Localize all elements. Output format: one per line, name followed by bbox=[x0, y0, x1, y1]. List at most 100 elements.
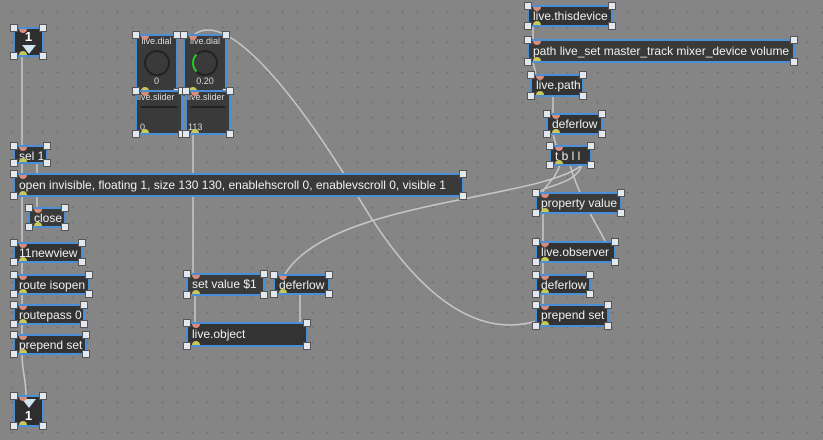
resize-handle[interactable] bbox=[790, 58, 798, 66]
resize-handle[interactable] bbox=[10, 258, 18, 266]
resize-handle[interactable] bbox=[183, 270, 191, 278]
resize-handle[interactable] bbox=[85, 290, 93, 298]
resize-handle[interactable] bbox=[532, 209, 540, 217]
resize-handle[interactable] bbox=[10, 301, 18, 309]
resize-handle[interactable] bbox=[611, 258, 619, 266]
resize-handle[interactable] bbox=[10, 24, 18, 32]
resize-handle[interactable] bbox=[543, 110, 551, 118]
resize-handle[interactable] bbox=[546, 142, 554, 150]
resize-handle[interactable] bbox=[78, 258, 86, 266]
deferlow-object[interactable]: deferlow bbox=[270, 271, 333, 298]
resize-handle[interactable] bbox=[82, 331, 90, 339]
resize-handle[interactable] bbox=[10, 392, 18, 400]
inlet-port[interactable] bbox=[555, 147, 563, 151]
resize-handle[interactable] bbox=[182, 130, 190, 138]
sel-object[interactable]: sel 1 bbox=[10, 142, 51, 167]
outlet-port[interactable] bbox=[192, 290, 200, 294]
resize-handle[interactable] bbox=[532, 290, 540, 298]
inlet-port[interactable] bbox=[189, 36, 197, 40]
resize-handle[interactable] bbox=[10, 52, 18, 60]
prepend-set-object-2[interactable]: prepend set bbox=[532, 301, 612, 330]
resize-handle[interactable] bbox=[260, 291, 268, 299]
resize-handle[interactable] bbox=[532, 238, 540, 246]
deferlow-object-3[interactable]: deferlow bbox=[532, 271, 594, 298]
resize-handle[interactable] bbox=[43, 142, 51, 150]
resize-handle[interactable] bbox=[527, 71, 535, 79]
property-value-message[interactable]: property value bbox=[532, 189, 625, 217]
inlet-port[interactable] bbox=[279, 276, 287, 280]
resize-handle[interactable] bbox=[43, 159, 51, 167]
inlet-port[interactable] bbox=[536, 76, 544, 80]
resize-handle[interactable] bbox=[611, 238, 619, 246]
resize-handle[interactable] bbox=[579, 92, 587, 100]
path-message[interactable]: path live_set master_track mixer_device … bbox=[524, 36, 798, 66]
live-path-object[interactable]: live.path bbox=[527, 71, 587, 100]
resize-handle[interactable] bbox=[10, 320, 18, 328]
resize-handle[interactable] bbox=[524, 22, 532, 30]
resize-handle[interactable] bbox=[10, 422, 18, 430]
resize-handle[interactable] bbox=[270, 290, 278, 298]
inlet-port[interactable] bbox=[192, 324, 200, 328]
inlet-port[interactable] bbox=[19, 147, 27, 151]
resize-handle[interactable] bbox=[303, 342, 311, 350]
open-message[interactable]: open invisible, floating 1, size 130 130… bbox=[10, 170, 467, 200]
resize-handle[interactable] bbox=[183, 319, 191, 327]
resize-handle[interactable] bbox=[10, 170, 18, 178]
outlet-port[interactable] bbox=[279, 289, 287, 293]
resize-handle[interactable] bbox=[617, 189, 625, 197]
resize-handle[interactable] bbox=[524, 36, 532, 44]
resize-handle[interactable] bbox=[608, 2, 616, 10]
inlet-port[interactable] bbox=[541, 243, 549, 247]
resize-handle[interactable] bbox=[617, 209, 625, 217]
resize-handle[interactable] bbox=[604, 301, 612, 309]
resize-handle[interactable] bbox=[132, 87, 140, 95]
resize-handle[interactable] bbox=[10, 159, 18, 167]
resize-handle[interactable] bbox=[10, 192, 18, 200]
resize-handle[interactable] bbox=[270, 271, 278, 279]
outlet-port[interactable] bbox=[541, 257, 549, 261]
live-object[interactable]: live.object bbox=[183, 319, 311, 350]
resize-handle[interactable] bbox=[532, 271, 540, 279]
resize-handle[interactable] bbox=[532, 301, 540, 309]
resize-handle[interactable] bbox=[532, 322, 540, 330]
resize-handle[interactable] bbox=[532, 189, 540, 197]
resize-handle[interactable] bbox=[524, 2, 532, 10]
route-object[interactable]: route isopen bbox=[10, 271, 93, 298]
outlet-port[interactable] bbox=[555, 160, 563, 164]
trigger-object[interactable]: t b l l bbox=[546, 142, 595, 169]
inlet-port[interactable] bbox=[19, 276, 27, 280]
resize-handle[interactable] bbox=[39, 52, 47, 60]
prepend-set-object[interactable]: prepend set bbox=[10, 331, 90, 358]
resize-handle[interactable] bbox=[325, 290, 333, 298]
resize-handle[interactable] bbox=[790, 36, 798, 44]
resize-handle[interactable] bbox=[39, 422, 47, 430]
live-observer-object[interactable]: live.observer bbox=[532, 238, 619, 266]
outlet-port[interactable] bbox=[191, 129, 199, 133]
inlet[interactable]: 1 bbox=[10, 24, 47, 60]
outlet-port[interactable] bbox=[19, 191, 27, 195]
resize-handle[interactable] bbox=[222, 31, 230, 39]
resize-handle[interactable] bbox=[85, 271, 93, 279]
deferlow-object-2[interactable]: deferlow bbox=[543, 110, 606, 138]
resize-handle[interactable] bbox=[598, 110, 606, 118]
inlet-port[interactable] bbox=[19, 175, 27, 179]
resize-handle[interactable] bbox=[183, 291, 191, 299]
inlet-port[interactable] bbox=[541, 194, 549, 198]
outlet-port[interactable] bbox=[141, 129, 149, 133]
inlet-port[interactable] bbox=[191, 92, 199, 96]
inlet-port[interactable] bbox=[552, 115, 560, 119]
inlet-port[interactable] bbox=[141, 36, 149, 40]
resize-handle[interactable] bbox=[598, 130, 606, 138]
live-thisdevice-object[interactable]: live.thisdevice bbox=[524, 2, 616, 30]
resize-handle[interactable] bbox=[260, 270, 268, 278]
resize-handle[interactable] bbox=[132, 31, 140, 39]
resize-handle[interactable] bbox=[78, 239, 86, 247]
outlet-port[interactable] bbox=[533, 57, 541, 61]
inlet-port[interactable] bbox=[192, 275, 200, 279]
resize-handle[interactable] bbox=[459, 192, 467, 200]
resize-handle[interactable] bbox=[546, 161, 554, 169]
